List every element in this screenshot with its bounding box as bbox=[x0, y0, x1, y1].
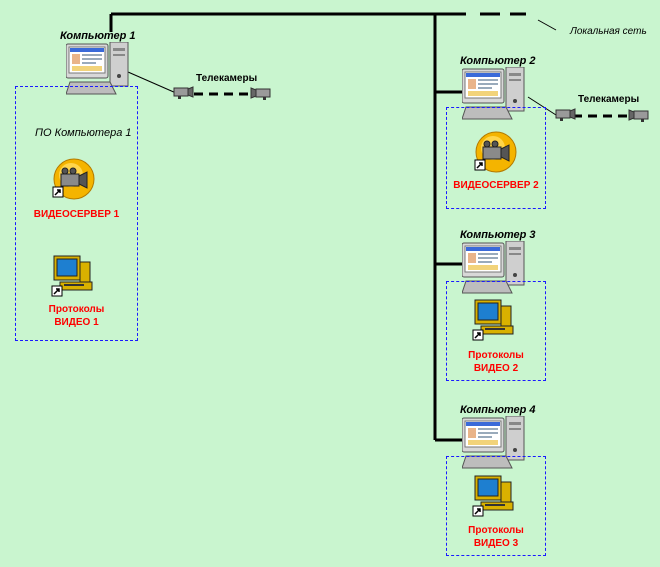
computer-3-label: Компьютер 3 bbox=[460, 229, 536, 241]
computer-4-software-box bbox=[446, 456, 546, 556]
protocols-3-label: Протоколы ВИДЕО 3 bbox=[468, 525, 524, 549]
camera-icon bbox=[173, 86, 194, 99]
computer-2-icon[interactable] bbox=[462, 67, 526, 123]
protocols-icon[interactable] bbox=[471, 298, 517, 344]
pc1-camera-link bbox=[127, 71, 177, 94]
computer-1-label: Компьютер 1 bbox=[60, 30, 136, 42]
protocols-icon[interactable] bbox=[471, 474, 517, 520]
protocols-icon[interactable] bbox=[50, 254, 96, 300]
computer-1-software-label: ПО Компьютера 1 bbox=[35, 127, 132, 139]
protocols-2-label: Протоколы ВИДЕО 2 bbox=[468, 350, 524, 374]
videoserver-icon[interactable] bbox=[473, 130, 519, 174]
computer-2-label: Компьютер 2 bbox=[460, 55, 536, 67]
computer-4-label: Компьютер 4 bbox=[460, 404, 536, 416]
computer-4-icon[interactable] bbox=[462, 416, 526, 472]
pc2-camera-link bbox=[527, 96, 557, 116]
computer-1-icon[interactable] bbox=[66, 42, 130, 98]
protocols-1-label: Протоколы ВИДЕО 1 bbox=[48, 304, 105, 328]
videoserver-1-label: ВИДЕОСЕРВЕР 1 bbox=[33, 209, 120, 220]
camera-icon bbox=[555, 108, 576, 121]
computer-2-cameras-label: Телекамеры bbox=[578, 94, 640, 105]
network-label: Локальная сеть bbox=[570, 26, 647, 37]
network-label-pointer bbox=[537, 19, 557, 31]
videoserver-icon[interactable] bbox=[51, 157, 97, 201]
computer-3-software-box bbox=[446, 281, 546, 381]
camera-icon bbox=[250, 87, 271, 100]
videoserver-2-label: ВИДЕОСЕРВЕР 2 bbox=[453, 180, 539, 191]
computer-1-cameras-label: Телекамеры bbox=[196, 73, 258, 84]
computer-1-software-box bbox=[15, 86, 138, 341]
camera-icon bbox=[628, 109, 649, 122]
computer-2-software-box bbox=[446, 107, 546, 209]
computer-3-icon[interactable] bbox=[462, 241, 526, 297]
